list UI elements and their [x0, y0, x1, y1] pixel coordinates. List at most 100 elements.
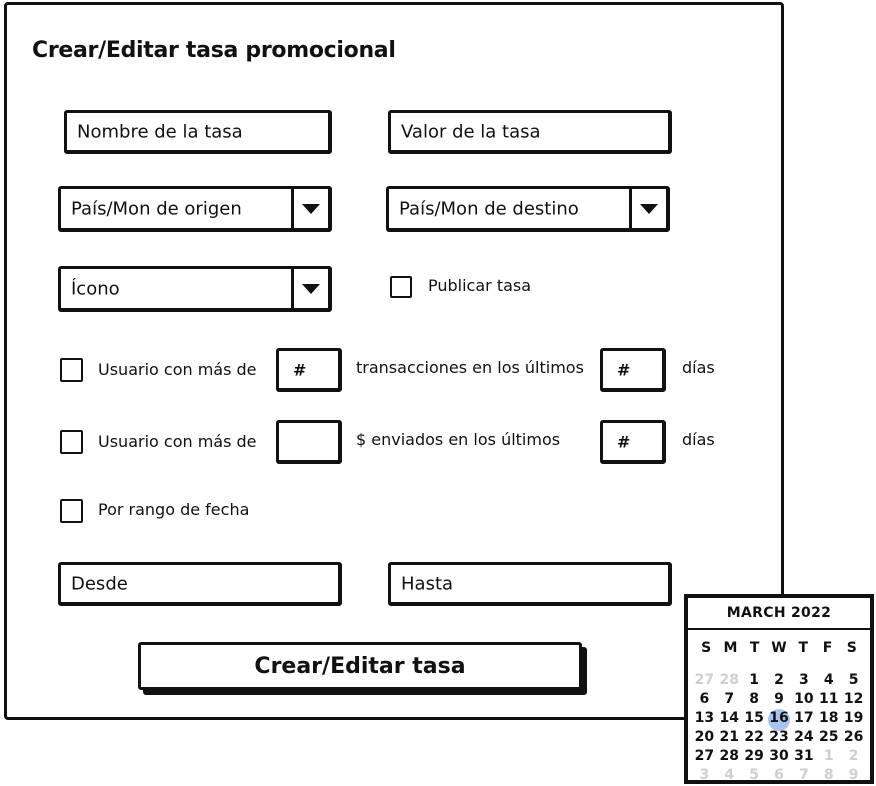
calendar-day[interactable]: 31: [791, 748, 816, 767]
chevron-down-icon[interactable]: [629, 189, 666, 228]
cond1-checkbox[interactable]: [60, 358, 83, 382]
publicar-checkbox[interactable]: [390, 276, 412, 298]
calendar-day-number: 9: [774, 691, 784, 707]
calendar-day-number: 31: [794, 748, 814, 764]
calendar-day-number: 21: [719, 729, 740, 745]
hasta-date-input[interactable]: Hasta: [388, 562, 672, 606]
calendar-day[interactable]: 29: [742, 748, 767, 767]
valor-tasa-input[interactable]: Valor de la tasa: [388, 110, 672, 154]
calendar-day-number: 6: [699, 691, 710, 707]
calendar-day[interactable]: 6: [767, 767, 792, 786]
calendar-day[interactable]: 3: [692, 767, 717, 786]
calendar-day-number: 2: [848, 748, 859, 764]
calendar-weekday: S: [846, 640, 857, 656]
calendar-day-number: 4: [823, 672, 834, 688]
calendar-day-number: 22: [744, 729, 764, 745]
calendar-day[interactable]: 27: [692, 748, 717, 767]
calendar-day[interactable]: 8: [816, 767, 841, 786]
calendar-day[interactable]: 7: [791, 767, 816, 786]
calendar-day[interactable]: 10: [791, 691, 816, 710]
icono-select[interactable]: Ícono: [58, 266, 332, 312]
calendar-day[interactable]: 12: [841, 691, 866, 710]
calendar-day[interactable]: 18: [816, 710, 841, 729]
calendar-day[interactable]: 2: [767, 672, 792, 691]
hasta-placeholder: Hasta: [401, 573, 454, 594]
calendar-day[interactable]: 7: [717, 691, 742, 710]
cond2-checkbox[interactable]: [60, 430, 83, 454]
calendar-day-number: 1: [823, 748, 834, 764]
calendar-weekday: S: [701, 640, 712, 656]
calendar-day[interactable]: 25: [816, 729, 841, 748]
calendar-day[interactable]: 11: [816, 691, 841, 710]
rango-fecha-label: Por rango de fecha: [98, 500, 250, 519]
pais-origen-value: País/Mon de origen: [71, 198, 242, 219]
calendar-day-number: 25: [818, 729, 839, 745]
cond1-count-input[interactable]: #: [276, 348, 342, 392]
nombre-tasa-input[interactable]: Nombre de la tasa: [64, 110, 332, 154]
calendar-day[interactable]: 27: [692, 672, 717, 691]
calendar-day-selected[interactable]: 16: [767, 710, 792, 729]
calendar-day-number: 8: [749, 691, 759, 707]
calendar-day-number: 30: [769, 748, 789, 764]
calendar-day[interactable]: 24: [791, 729, 816, 748]
calendar-day[interactable]: 4: [816, 672, 841, 691]
calendar-day[interactable]: 13: [692, 710, 717, 729]
calendar-day-number: 24: [794, 729, 814, 745]
calendar-day[interactable]: 20: [692, 729, 717, 748]
cond2-middle-label: $ enviados en los últimos: [356, 430, 561, 449]
calendar-day[interactable]: 15: [742, 710, 767, 729]
calendar-day[interactable]: 19: [841, 710, 866, 729]
calendar-day-number: 7: [724, 691, 735, 707]
calendar-day-number: 6: [774, 767, 784, 783]
calendar-day[interactable]: 9: [841, 767, 866, 786]
calendar-day-number: 16: [769, 710, 789, 726]
calendar-day-number: 10: [794, 691, 814, 707]
calendar-day-number: 19: [843, 710, 864, 726]
crear-editar-tasa-label: Crear/Editar tasa: [254, 653, 466, 679]
calendar-day[interactable]: 14: [717, 710, 742, 729]
pais-destino-select[interactable]: País/Mon de destino: [386, 186, 670, 232]
calendar-day[interactable]: 3: [791, 672, 816, 691]
calendar-day-number: 28: [719, 748, 740, 764]
calendar-day[interactable]: 17: [791, 710, 816, 729]
cond2-amount-input[interactable]: [276, 420, 342, 464]
cond1-days-input[interactable]: #: [600, 348, 666, 392]
calendar-day[interactable]: 26: [841, 729, 866, 748]
calendar-day-number: 15: [744, 710, 764, 726]
crear-editar-tasa-button[interactable]: Crear/Editar tasa: [138, 642, 582, 690]
calendar-day[interactable]: 5: [841, 672, 866, 691]
calendar-day[interactable]: 4: [717, 767, 742, 786]
calendar-day-number: 12: [843, 691, 864, 707]
rango-fecha-checkbox[interactable]: [60, 499, 83, 523]
cond2-days-input[interactable]: #: [600, 420, 666, 464]
calendar-day[interactable]: 28: [717, 672, 742, 691]
calendar-day[interactable]: 2: [841, 748, 866, 767]
calendar-day[interactable]: 23: [767, 729, 792, 748]
calendar-day[interactable]: 8: [742, 691, 767, 710]
cond1-suffix-label: días: [682, 358, 715, 377]
pais-origen-select[interactable]: País/Mon de origen: [58, 186, 332, 232]
chevron-down-icon[interactable]: [291, 269, 328, 308]
calendar-day[interactable]: 6: [692, 691, 717, 710]
valor-tasa-placeholder: Valor de la tasa: [401, 121, 541, 142]
desde-date-input[interactable]: Desde: [58, 562, 342, 606]
calendar-day[interactable]: 21: [717, 729, 742, 748]
calendar-day-number: 2: [774, 672, 784, 688]
calendar-weekday: T: [749, 640, 760, 656]
calendar-day[interactable]: 9: [767, 691, 792, 710]
calendar-day[interactable]: 5: [742, 767, 767, 786]
calendar-day-number: 5: [848, 672, 859, 688]
calendar-day[interactable]: 28: [717, 748, 742, 767]
calendar-day[interactable]: 30: [767, 748, 792, 767]
chevron-down-icon[interactable]: [291, 189, 328, 228]
calendar-day[interactable]: 22: [742, 729, 767, 748]
calendar-day[interactable]: 1: [816, 748, 841, 767]
desde-placeholder: Desde: [71, 573, 128, 594]
calendar-weekday: W: [771, 640, 787, 656]
calendar-day[interactable]: 1: [742, 672, 767, 691]
calendar-day-number: 18: [818, 710, 839, 726]
calendar-day-number: 1: [749, 672, 759, 688]
calendar-day-number: 26: [843, 729, 864, 745]
cond1-middle-label: transacciones en los últimos: [356, 358, 584, 377]
